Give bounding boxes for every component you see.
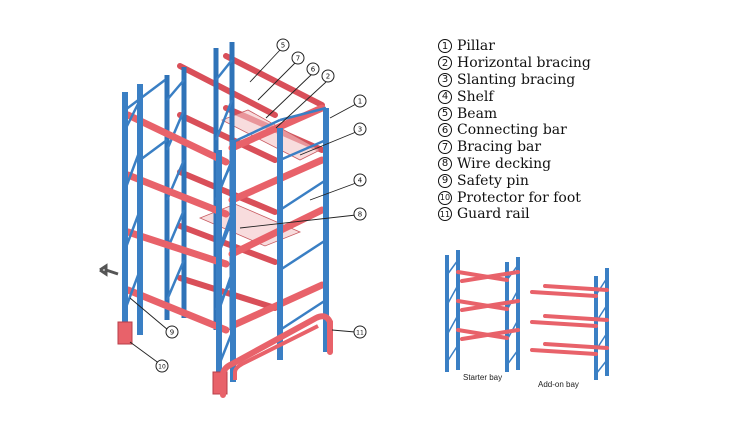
legend-label: Wire decking xyxy=(457,155,552,172)
component-legend: 1 Pillar 2 Horizontal bracing 3 Slanting br… xyxy=(438,38,728,223)
legend-number: 8 xyxy=(438,156,452,171)
main-rack-drawing xyxy=(99,42,333,398)
legend-item-pillar: 1 Pillar xyxy=(438,38,728,55)
guard-rail xyxy=(220,313,333,398)
legend-number: 9 xyxy=(438,173,452,188)
callout-label-7: 7 xyxy=(296,55,300,63)
legend-label: Protector for foot xyxy=(457,189,581,206)
legend-label: Slanting bracing xyxy=(457,71,576,88)
starter-bay-label: Starter bay xyxy=(463,373,503,382)
starter-bay-drawing xyxy=(445,250,520,372)
callout-label-4: 4 xyxy=(358,177,363,185)
callout-label-2: 2 xyxy=(326,73,330,81)
legend-label: Connecting bar xyxy=(457,122,567,139)
legend-item-protector-for-foot: 10 Protector for foot xyxy=(438,189,728,206)
legend-item-slanting-bracing: 3 Slanting bracing xyxy=(438,72,728,89)
legend-label: Horizontal bracing xyxy=(457,55,591,72)
callout-label-11: 11 xyxy=(356,330,364,337)
legend-label: Pillar xyxy=(457,38,495,55)
add-on-bay-drawing xyxy=(530,268,609,380)
callout-label-9: 9 xyxy=(170,329,174,337)
legend-item-guard-rail: 11 Guard rail xyxy=(438,206,728,223)
legend-number: 1 xyxy=(438,39,452,54)
callout-label-5: 5 xyxy=(281,42,285,50)
legend-item-wire-decking: 8 Wire decking xyxy=(438,156,728,173)
callout-markers xyxy=(155,38,367,373)
legend-number: 5 xyxy=(438,106,452,121)
legend-item-bracing-bar: 7 Bracing bar xyxy=(438,139,728,156)
legend-item-beam: 5 Beam xyxy=(438,105,728,122)
legend-label: Safety pin xyxy=(457,172,529,189)
callout-label-6: 6 xyxy=(311,66,316,74)
legend-number: 3 xyxy=(438,72,452,87)
callout-label-1: 1 xyxy=(358,98,362,106)
legend-item-connecting-bar: 6 Connecting bar xyxy=(438,122,728,139)
callout-label-8: 8 xyxy=(358,211,362,219)
legend-number: 4 xyxy=(438,89,452,104)
safety-pin-icon xyxy=(99,263,119,277)
callout-leaders xyxy=(129,49,357,365)
legend-label: Shelf xyxy=(457,88,494,105)
legend-label: Guard rail xyxy=(457,206,530,223)
legend-item-safety-pin: 9 Safety pin xyxy=(438,172,728,189)
legend-label: Beam xyxy=(457,105,498,122)
callout-label-3: 3 xyxy=(358,126,362,134)
legend-item-horizontal-bracing: 2 Horizontal bracing xyxy=(438,55,728,72)
legend-number: 2 xyxy=(438,56,452,71)
legend-label: Bracing bar xyxy=(457,139,542,156)
add-on-bay-label: Add-on bay xyxy=(538,380,579,389)
legend-number: 11 xyxy=(438,207,452,222)
legend-number: 10 xyxy=(438,190,452,205)
legend-number: 7 xyxy=(438,140,452,155)
legend-number: 6 xyxy=(438,123,452,138)
legend-item-shelf: 4 Shelf xyxy=(438,88,728,105)
callout-label-10: 10 xyxy=(158,364,166,371)
